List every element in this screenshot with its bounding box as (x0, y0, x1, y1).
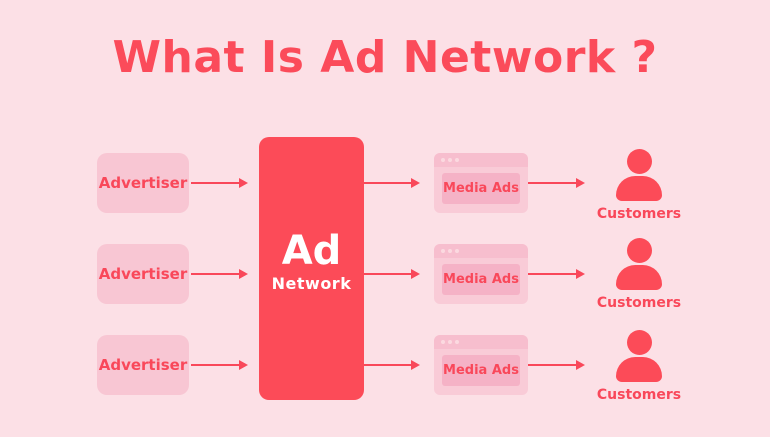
right-arrow-icon (364, 178, 420, 188)
customer-figure-2: Customers (596, 238, 682, 311)
media-ads-window-1: Media Ads (434, 153, 528, 213)
advertiser-label: Advertiser (98, 265, 188, 283)
advertiser-label: Advertiser (98, 174, 188, 192)
customer-figure-1: Customers (596, 149, 682, 222)
person-icon (616, 357, 662, 382)
browser-dots-icon (434, 335, 528, 349)
right-arrow-icon (364, 269, 420, 279)
media-ads-panel: Media Ads (442, 355, 520, 386)
browser-dots-icon (434, 244, 528, 258)
media-ads-panel: Media Ads (442, 264, 520, 295)
person-icon (626, 238, 652, 263)
page-title: What Is Ad Network ? (112, 32, 658, 83)
right-arrow-icon (191, 360, 248, 370)
customers-label: Customers (596, 387, 682, 403)
right-arrow-icon (528, 178, 585, 188)
person-icon (616, 176, 662, 201)
media-ads-label: Media Ads (443, 363, 519, 378)
advertiser-label: Advertiser (98, 356, 188, 374)
customers-label: Customers (596, 295, 682, 311)
media-ads-window-2: Media Ads (434, 244, 528, 304)
right-arrow-icon (528, 269, 585, 279)
advertiser-box-3: Advertiser (97, 335, 189, 395)
right-arrow-icon (191, 269, 248, 279)
advertiser-box-1: Advertiser (97, 153, 189, 213)
advertiser-box-2: Advertiser (97, 244, 189, 304)
person-icon (616, 265, 662, 290)
right-arrow-icon (364, 360, 420, 370)
right-arrow-icon (191, 178, 248, 188)
ad-network-box: Ad Network (259, 137, 364, 400)
right-arrow-icon (528, 360, 585, 370)
media-ads-label: Media Ads (443, 181, 519, 196)
ad-network-subtitle: Network (271, 273, 352, 293)
customer-figure-3: Customers (596, 330, 682, 403)
browser-dots-icon (434, 153, 528, 167)
ad-network-title: Ad (281, 227, 342, 274)
media-ads-label: Media Ads (443, 272, 519, 287)
media-ads-panel: Media Ads (442, 173, 520, 204)
customers-label: Customers (596, 206, 682, 222)
person-icon (626, 149, 652, 174)
person-icon (626, 330, 652, 355)
media-ads-window-3: Media Ads (434, 335, 528, 395)
